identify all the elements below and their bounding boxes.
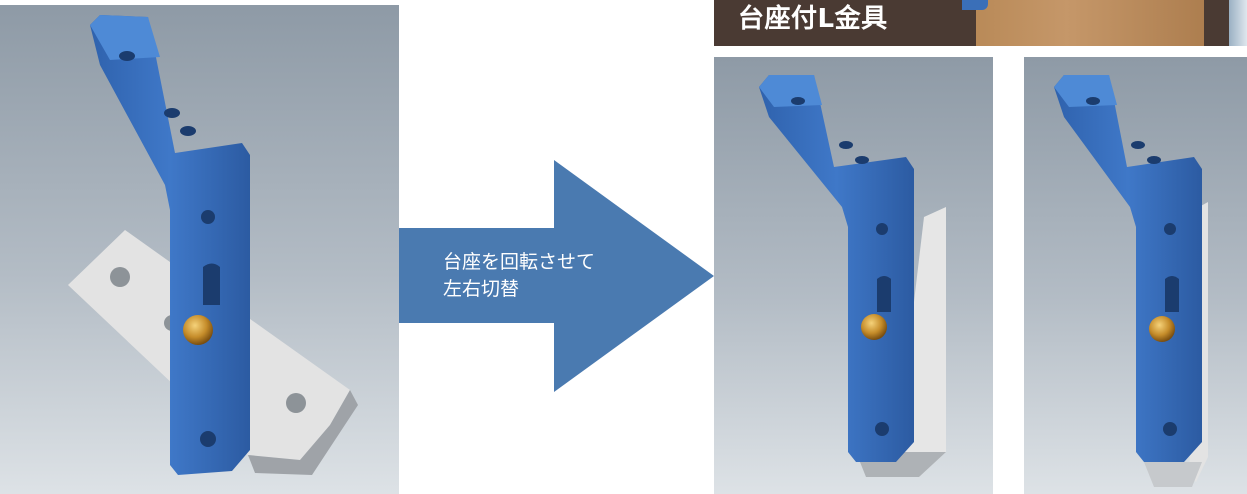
banner-edge xyxy=(1229,0,1247,46)
arrow-icon xyxy=(399,160,714,392)
arrow-caption-line-1: 台座を回転させて xyxy=(443,251,596,273)
wood-background xyxy=(976,0,1204,46)
title-banner: 台座付L金具 xyxy=(714,0,1247,46)
arrow-caption-line-2: 左右切替 xyxy=(443,278,520,300)
bracket-fragment xyxy=(962,0,988,10)
bracket-switched-image-1 xyxy=(714,57,993,494)
bracket-switched-image-2 xyxy=(1024,57,1247,494)
bracket-rotated-image xyxy=(0,5,399,494)
page-title: 台座付L金具 xyxy=(738,4,888,34)
arrow-caption: 台座を回転させて 左右切替 xyxy=(443,249,595,303)
